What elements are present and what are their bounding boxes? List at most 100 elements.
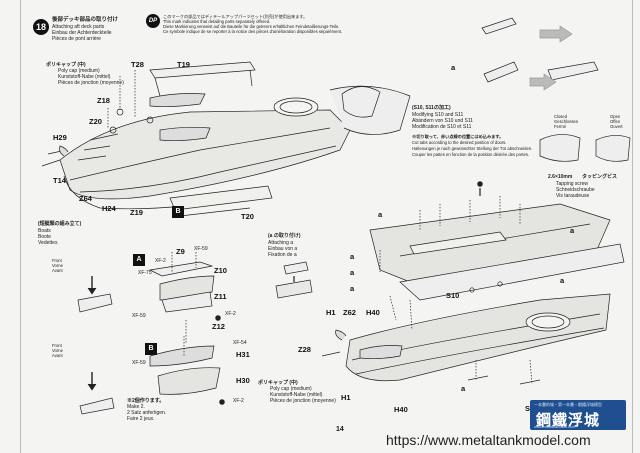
screw-size: 2.6×10mm [548, 174, 573, 180]
modify-jp: (S10, S11の加工) [412, 105, 451, 111]
step-number-badge: 18 [33, 19, 49, 35]
logo-title: 鋼鐵浮城 [536, 412, 601, 429]
make2-de: 2 Satz anfertigen. [127, 410, 167, 416]
make2-jp: ※2個作ります。 [127, 398, 165, 404]
open-en: Open [610, 114, 621, 119]
polycap-top-fr: Pièces de jonction (moyenne) [58, 80, 124, 86]
site-logo: 一本書的城・第一本書・鋼鐵浮城模型 鋼鐵浮城 www.metaltankmode… [530, 400, 626, 430]
open-fr: Ouvert [610, 124, 623, 129]
part-label-z28: Z28 [298, 345, 311, 354]
callout-a-5: a [350, 268, 355, 277]
paint-xf54: XF-54 [233, 340, 247, 346]
part-label-t19: T19 [177, 60, 190, 69]
callout-a-6: a [350, 284, 355, 293]
screw-en: Tapping screw [556, 181, 588, 187]
part-label-s10: S10 [446, 291, 460, 300]
part-label-b: B [172, 206, 184, 218]
cut-note-fr: Couper les pattes en fonction de la posi… [412, 152, 530, 157]
page-edge-left [20, 0, 21, 453]
step-title-fr: Pièces de pont arrière [52, 36, 101, 42]
logo-url: www.metaltankmodel.com [534, 425, 575, 429]
front-label-2-fr: Avant [52, 353, 63, 358]
attach-a-fr: Fixation de a [268, 252, 297, 258]
note-fr: Ce symbole indique de se reporter à la n… [163, 29, 343, 34]
make2-fr: Faire 2 jeux. [127, 416, 155, 422]
callout-a-4: a [350, 252, 355, 261]
modify-de: Abändern von S10 und S11 [412, 118, 474, 124]
paint-xf59-c: XF-59 [132, 360, 146, 366]
part-label-h29: H29 [53, 133, 67, 142]
page-number: 14 [336, 426, 344, 433]
boat-assembly-a-label: A [133, 254, 145, 266]
attach-a-en: Attaching a [268, 240, 294, 246]
paint-xf59-b: XF-59 [132, 313, 146, 319]
part-label-z18: Z18 [97, 96, 110, 105]
paint-xf2-a: XF-2 [155, 258, 166, 264]
paint-xf2-b: XF-2 [225, 311, 236, 317]
polycap-bottom-de: Kunststoff-Nabe (mittel) [270, 392, 323, 398]
part-label-h40-a: H40 [366, 308, 380, 317]
part-label-h1-a: H1 [326, 308, 336, 317]
part-label-h24: H24 [102, 204, 116, 213]
page-edge-right [632, 0, 633, 453]
closed-en: Closed [554, 114, 568, 119]
closed-fr: Fermé [554, 124, 567, 129]
callout-a-2: a [378, 210, 383, 219]
part-label-h1-b: H1 [341, 393, 351, 402]
front-label-1-de: Vorne [52, 263, 63, 268]
polycap-bottom-jp: ポリキャップ (中) [258, 380, 298, 386]
paint-xf59-a: XF-59 [194, 246, 208, 252]
attach-a-jp: (a の取り付け) [268, 233, 301, 239]
part-label-z11: Z11 [214, 292, 227, 301]
polycap-bottom-fr: Pièces de jonction (moyenne) [270, 398, 336, 404]
boats-title-jp: (短艇類の組み立て) [38, 221, 82, 227]
open-de: Offen [610, 119, 621, 124]
polycap-bottom-en: Poly cap (medium) [270, 386, 312, 392]
part-label-h31: H31 [236, 350, 250, 359]
modify-en: Modifying S10 and S11 [412, 112, 464, 118]
logo-tagline: 一本書的城・第一本書・鋼鐵浮城模型 [534, 402, 602, 407]
part-label-z62: Z62 [343, 308, 356, 317]
part-label-h40-b: H40 [394, 405, 408, 414]
part-label-t14: T14 [53, 176, 66, 185]
attach-a-de: Einbau von a [268, 246, 298, 252]
note-de: Diese Markierung verweist auf die Bautei… [163, 24, 340, 29]
screw-de: Schneidschraube [556, 187, 595, 193]
step-title-de: Einbau der Achterdeckteile [52, 30, 112, 36]
paint-xf2-c: XF-2 [233, 398, 244, 404]
front-label-1-fr: Avant [52, 268, 63, 273]
part-label-h30: H30 [236, 376, 250, 385]
polycap-top-jp: ポリキャップ (中) [46, 62, 86, 68]
part-label-z20: Z20 [89, 117, 102, 126]
front-label-2-de: Vorne [52, 348, 63, 353]
cut-note-jp: ※切り取って、赤い点線の位置にはめ込みます。 [412, 134, 504, 139]
paint-xf75: XF-75 [138, 270, 152, 276]
watermark-url[interactable]: https://www.metaltankmodel.com [386, 432, 591, 448]
callout-a-8: a [461, 384, 466, 393]
make2-en: Make 2. [127, 404, 145, 410]
boats-title-fr: Vedettes [38, 240, 58, 246]
part-label-z64: Z64 [79, 194, 92, 203]
polycap-top-en: Poly cap (medium) [58, 68, 100, 74]
dp-badge: DP [146, 14, 160, 28]
boat-assembly-b-label: B [145, 343, 157, 355]
part-label-z12: Z12 [212, 322, 225, 331]
step-title-en: Attaching aft deck parts [52, 24, 105, 30]
step-title-jp: 後部デッキ部品の取り付け [52, 17, 119, 23]
part-label-t28: T28 [131, 60, 144, 69]
boats-title-de: Boote [38, 234, 52, 240]
part-label-z10: Z10 [214, 266, 227, 275]
callout-a-1: a [451, 63, 456, 72]
part-label-t20: T20 [241, 212, 254, 221]
cut-note-de: Haltenungen je nach gewünschter Stellung… [412, 146, 533, 151]
front-label-2-en: Front [52, 343, 62, 348]
modify-fr: Modification de S10 et S11 [412, 124, 472, 130]
callout-a-3: a [570, 226, 575, 235]
part-label-z9: Z9 [176, 247, 185, 256]
screw-fr: Vis taraudeuse [556, 193, 590, 199]
callout-a-7: a [560, 276, 565, 285]
note-jp: このマークの部品ではディテールアップパーツセット(別売)が使用出来ます。 [163, 14, 308, 19]
closed-de: Geschlossen [554, 119, 579, 124]
front-label-1-en: Front [52, 258, 62, 263]
